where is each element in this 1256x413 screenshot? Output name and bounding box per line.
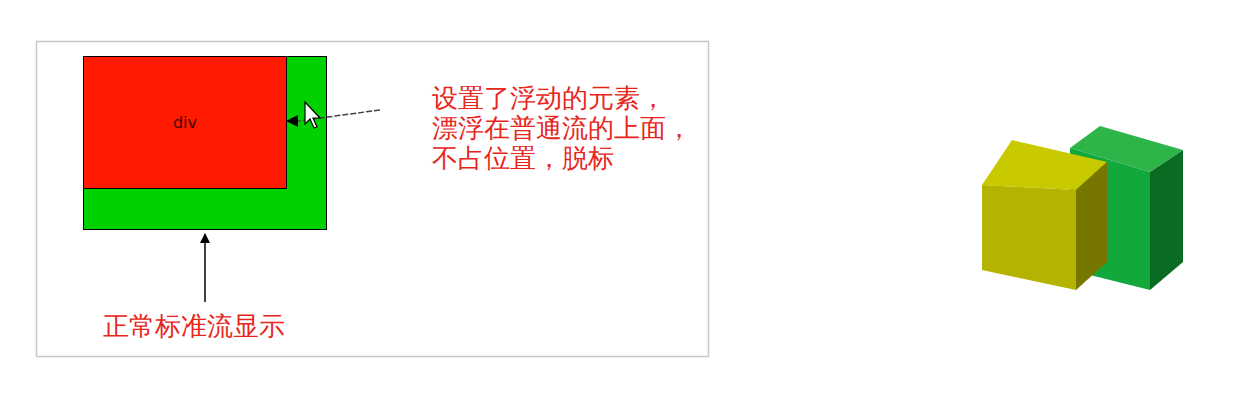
callout-text: 设置了浮动的元素， xyxy=(432,84,666,112)
frame xyxy=(37,42,709,357)
callout-text: 漂浮在普通流的上面， xyxy=(432,114,692,142)
box-label: div xyxy=(173,113,197,132)
callout-text: 不占位置，脱标 xyxy=(432,144,614,172)
callout-text: 正常标准流显示 xyxy=(103,312,285,340)
cubes xyxy=(982,126,1183,290)
leader-line xyxy=(204,234,206,302)
floated-box: div xyxy=(83,56,287,189)
arrow-head xyxy=(286,115,298,127)
mouse-cursor xyxy=(305,102,320,128)
normal-flow-box xyxy=(84,57,327,230)
